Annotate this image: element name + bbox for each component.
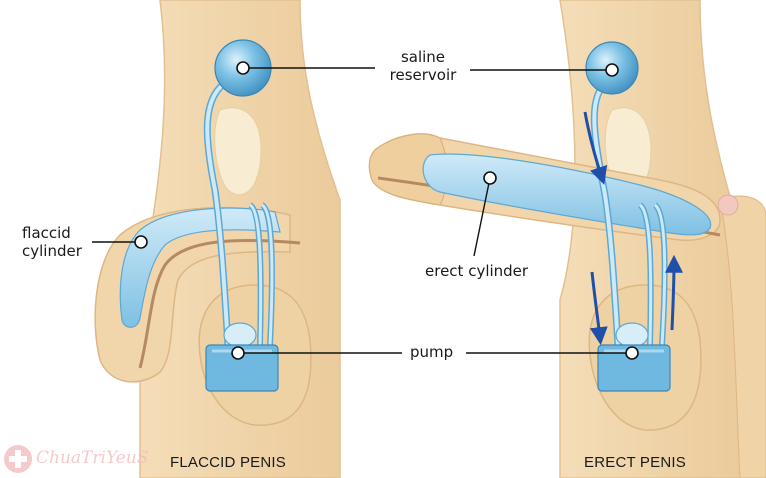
saline-reservoir-label: saline reservoir — [378, 48, 468, 84]
erect-cylinder-label: erect cylinder — [425, 262, 529, 280]
pump-label: pump — [410, 343, 454, 361]
flaccid-anatomy — [94, 0, 341, 478]
watermark: ChuaTriYeuS — [0, 440, 170, 474]
flaccid-cylinder-label-line2: cylinder — [22, 242, 82, 260]
watermark-text: ChuaTriYeuS — [36, 448, 149, 468]
erect-penis-caption: ERECT PENIS — [584, 454, 686, 471]
watermark-cross-icon — [4, 445, 32, 473]
callout-dots — [134, 61, 639, 360]
saline-reservoir-label-line2: reservoir — [389, 66, 457, 84]
flaccid-cylinder-label: flaccid cylinder — [22, 224, 82, 260]
flaccid-penis-caption: FLACCID PENIS — [170, 454, 286, 471]
flaccid-cylinder-label-line1: flaccid — [22, 224, 71, 242]
leader-lines — [92, 67, 632, 354]
saline-reservoir-label-line1: saline — [400, 48, 446, 66]
